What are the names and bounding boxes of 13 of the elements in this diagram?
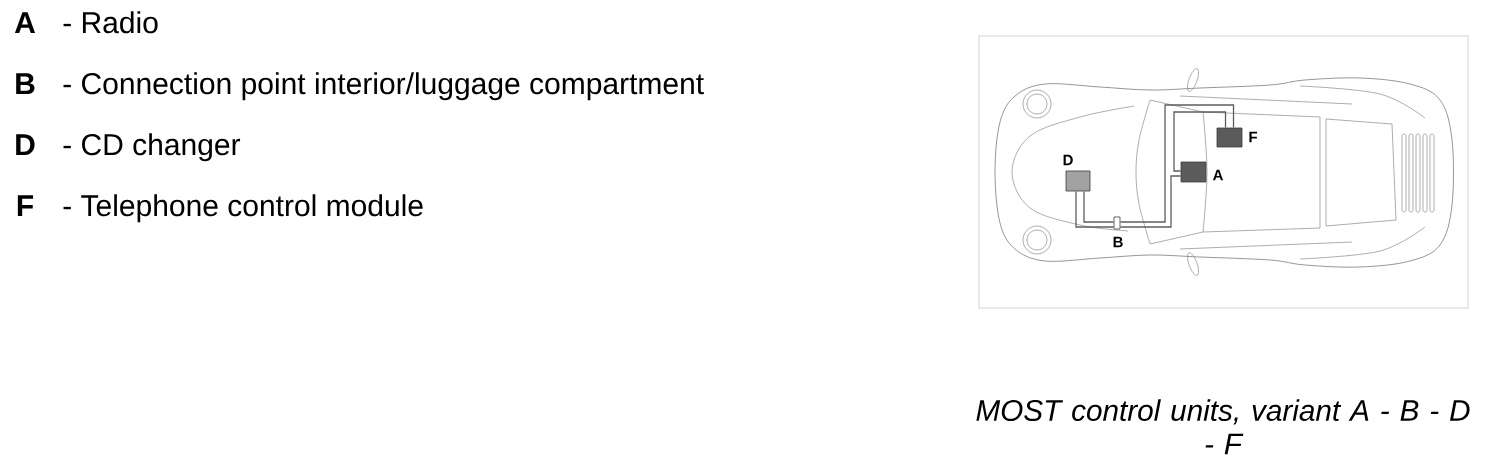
module-letter: B	[1113, 236, 1123, 248]
description-text: - Telephone control module	[63, 194, 423, 223]
key-letter: B	[16, 73, 35, 94]
description-text: - CD changer	[63, 133, 241, 162]
module-letter: D	[1063, 154, 1073, 166]
key-letter: A	[14, 12, 36, 33]
description-text: - Connection point interior/luggage compartment	[63, 72, 704, 101]
description-text: - Radio	[63, 11, 158, 34]
key-letter: D	[16, 134, 35, 155]
key-letter: F	[17, 195, 34, 216]
module-letter: F	[1249, 131, 1258, 143]
caption: MOST control units, variant A - B - D - F	[976, 399, 1470, 455]
module-letter: A	[1212, 169, 1223, 181]
